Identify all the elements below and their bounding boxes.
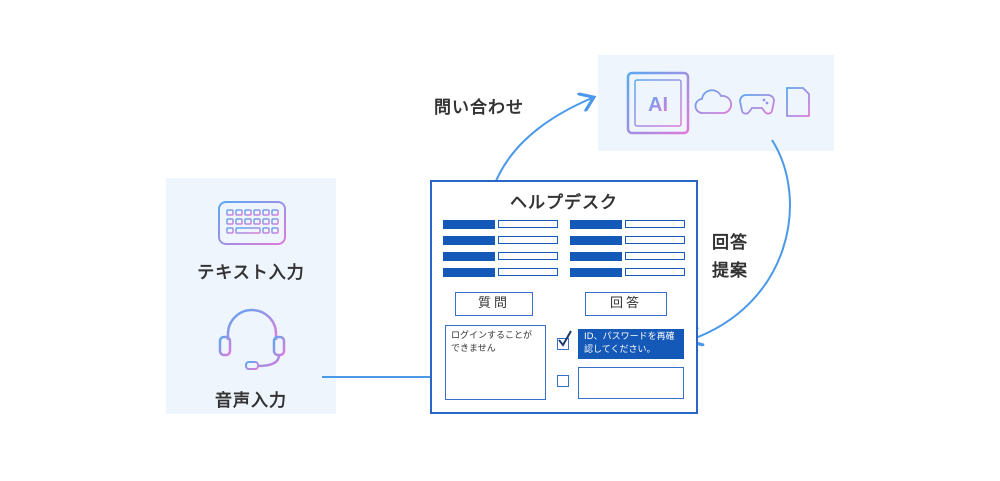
helpdesk-title: ヘルプデスク (510, 193, 618, 213)
answer-suggestion-arrow (690, 139, 791, 340)
form-label-bar (443, 252, 495, 261)
gamepad-icon (739, 94, 775, 115)
headset-icon (218, 308, 286, 370)
form-field (625, 268, 685, 276)
form-label-bar (443, 236, 495, 245)
answer-suggestion-label-1: 回答 (712, 233, 748, 253)
form-label-bar (443, 268, 495, 277)
ai-chip-icon: AI (620, 65, 696, 141)
form-field (625, 252, 685, 260)
voice-input-label: 音声入力 (215, 391, 287, 411)
form-label-bar (443, 220, 495, 229)
checkmark-icon (558, 330, 572, 347)
text-input-label: テキスト入力 (197, 263, 305, 283)
answer-checkbox-unchecked[interactable] (557, 375, 569, 387)
answer-suggestion-label-2: 提案 (712, 261, 748, 281)
form-field (625, 236, 685, 244)
document-icon (786, 87, 810, 117)
ai-panel: AI (598, 55, 834, 151)
inquiry-label: 問い合わせ (434, 98, 524, 118)
form-label-bar (570, 220, 622, 229)
input-methods-panel: テキスト入力 音声入力 (166, 178, 336, 414)
answer-button[interactable]: 回答 (585, 292, 667, 316)
form-field (498, 220, 558, 228)
empty-answer-slot[interactable] (578, 367, 684, 399)
form-label-bar (570, 268, 622, 277)
keyboard-icon (218, 201, 286, 245)
suggested-answer[interactable]: ID、パスワードを再確認してください。 (578, 329, 684, 359)
ai-chip-label: AI (648, 94, 668, 116)
form-field (498, 236, 558, 244)
form-field (498, 268, 558, 276)
form-label-bar (570, 236, 622, 245)
form-field (498, 252, 558, 260)
question-textarea[interactable]: ログインすることができません (445, 325, 546, 400)
form-field (625, 220, 685, 228)
question-button[interactable]: 質問 (455, 292, 533, 316)
form-label-bar (570, 252, 622, 261)
cloud-icon (694, 89, 732, 114)
